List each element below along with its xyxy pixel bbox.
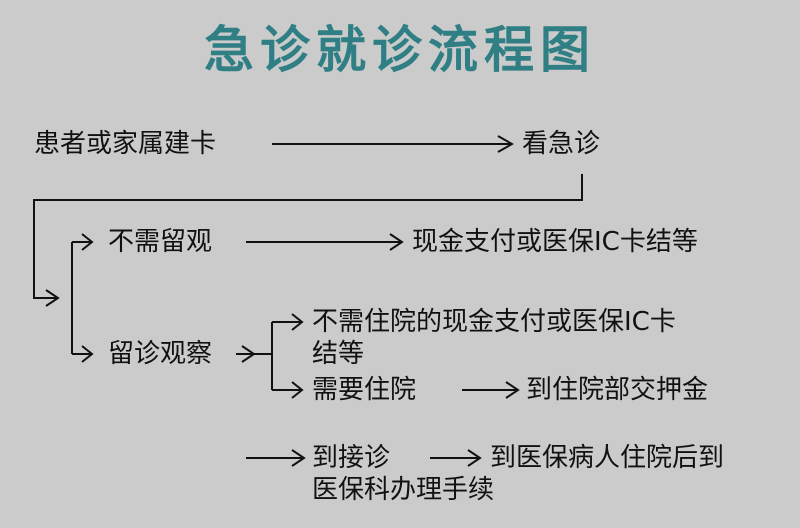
node-observation: 留诊观察 [108,339,213,369]
node-deposit: 到住院部交押金 [526,375,709,405]
arrow-referral-to-insurance-head [467,449,482,467]
page-title: 急诊就诊流程图 [204,20,596,79]
split-bottom-arrowhead [291,381,304,399]
node-insurance-line1: 到医保病人住院后到 [490,443,725,473]
node-payment: 现金支付或医保IC卡结等 [412,227,698,257]
node-register: 患者或家属建卡 [34,129,217,159]
arrow-no-observation-to-payment-head [389,233,404,251]
split-top-arrowhead [291,313,304,331]
arrow-to-referral-head [291,449,306,467]
node-no-hospitalization-line1: 不需住院的现金支付或医保IC卡 [312,307,676,337]
node-insurance-line2: 医保科办理手续 [312,475,495,505]
node-see-doctor: 看急诊 [522,129,601,159]
arrow-register-to-see-doctor-head [497,135,515,153]
node-referral: 到接诊 [312,443,391,473]
node-need-hospitalization: 需要住院 [312,375,417,405]
node-no-hospitalization-line2: 结等 [312,339,365,369]
branch-top-arrowhead [81,233,94,251]
node-no-observation: 不需留观 [108,227,213,257]
branch-bottom-arrowhead [81,345,94,363]
arrow-hospitalization-to-deposit-head [505,381,520,399]
connector-branch-arrowhead [45,289,60,307]
connector-see-doctor-to-branch [33,174,583,299]
